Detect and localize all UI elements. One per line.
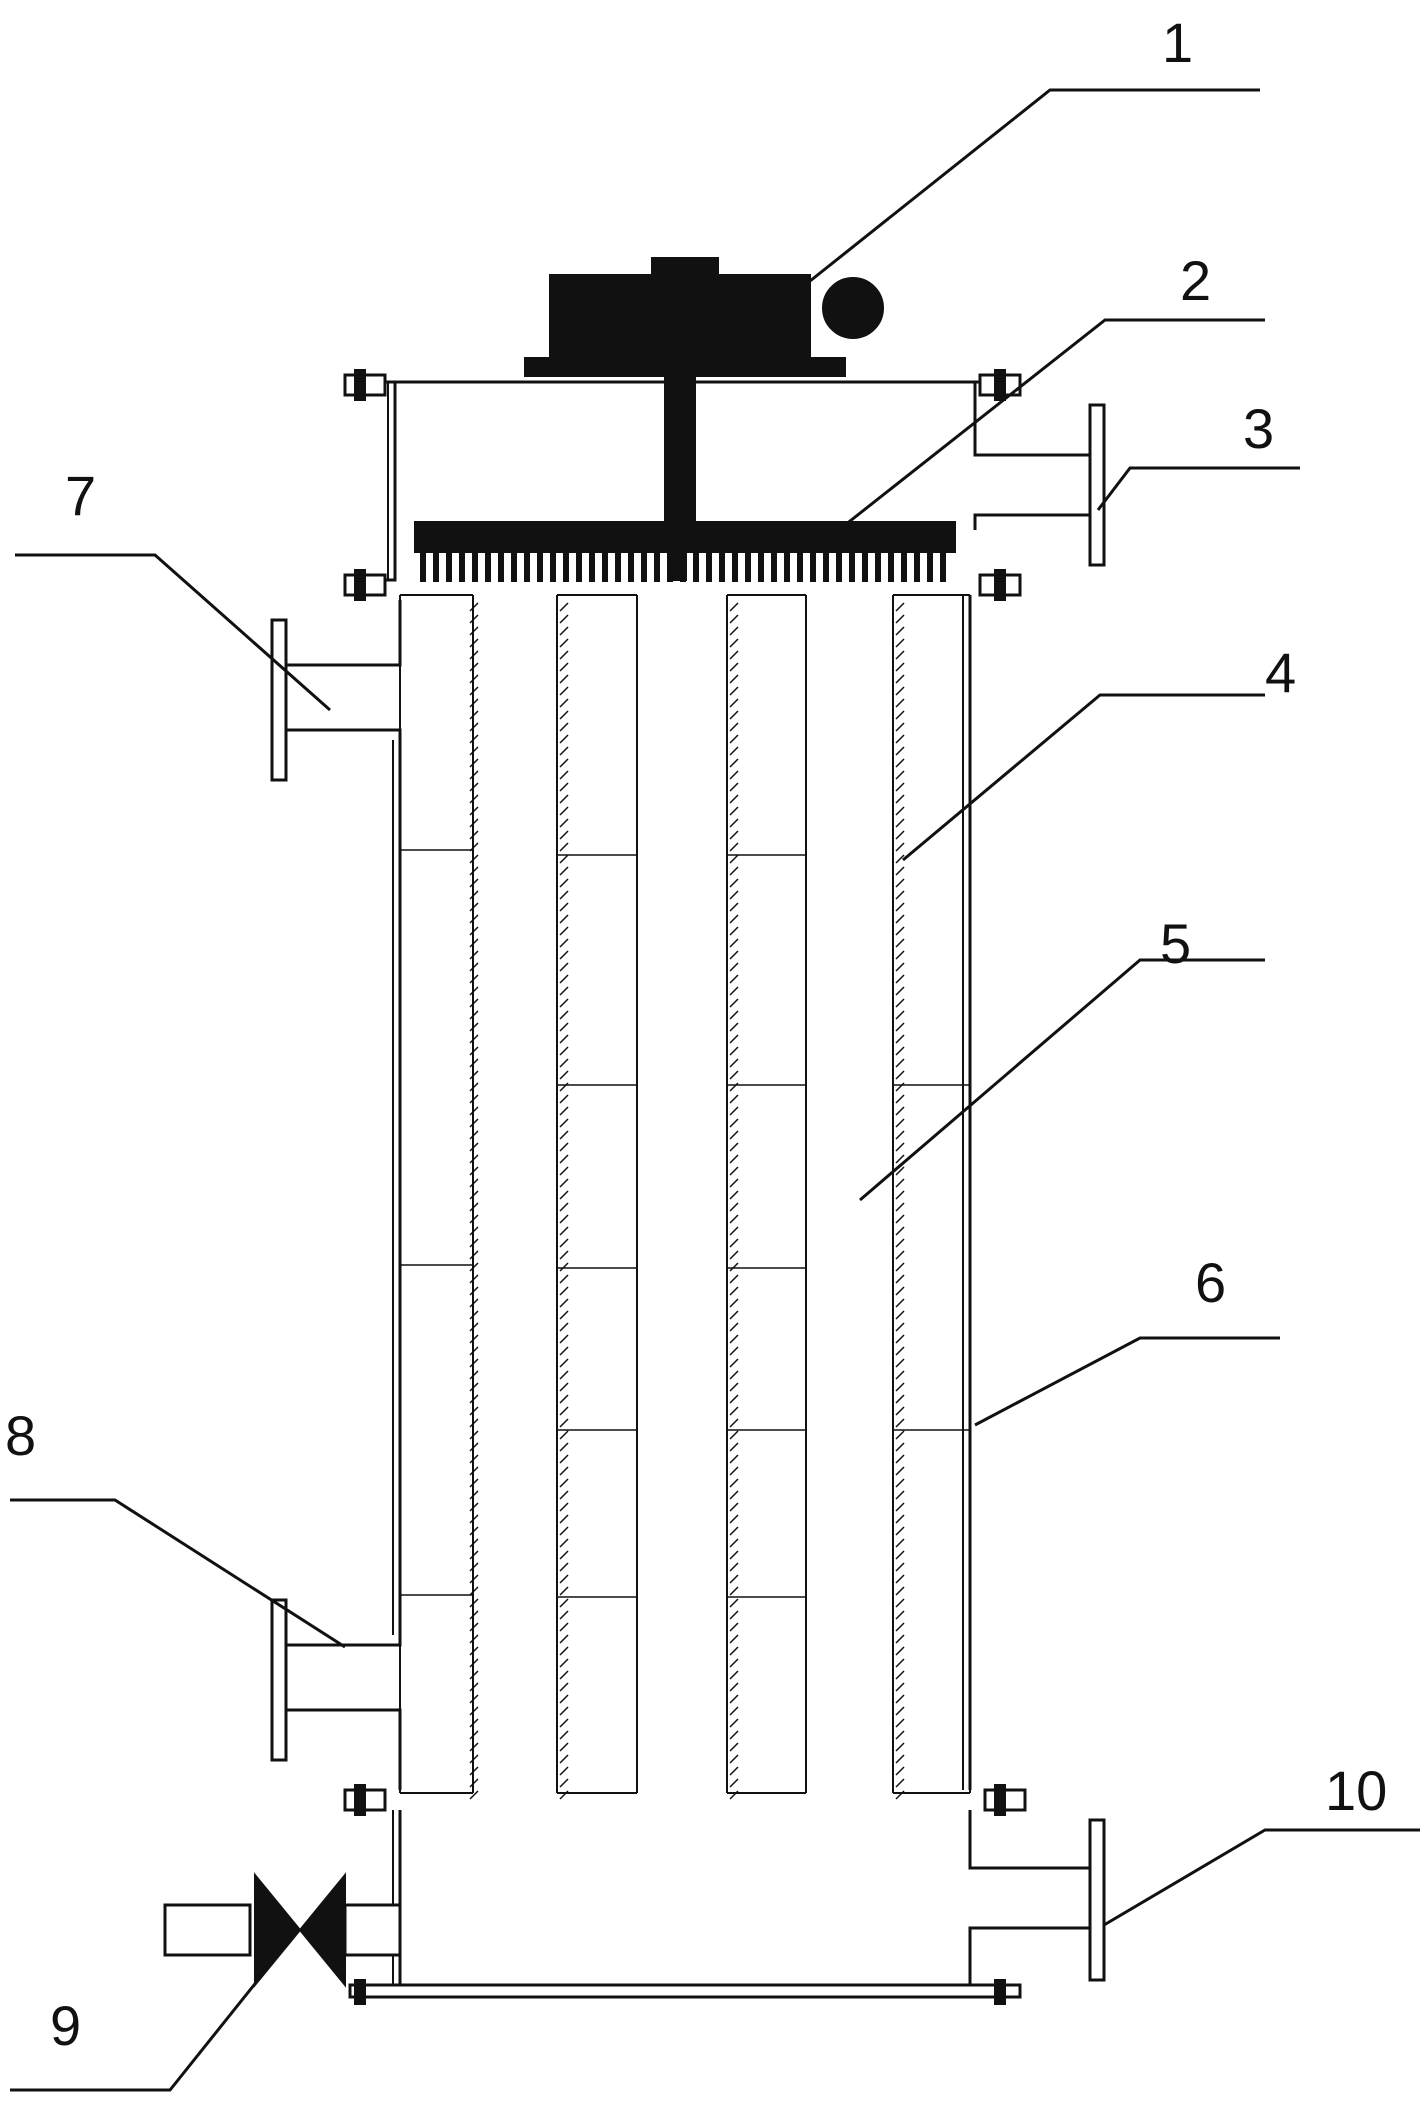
motor	[524, 257, 884, 377]
label-8: 8	[5, 1404, 36, 1467]
main-body	[343, 595, 1027, 1816]
part-labels: 1 2 3 4 5 6 7 8 9 10	[5, 11, 1387, 2057]
inlet-nozzle-upper-left	[270, 600, 402, 782]
outlet-nozzle-lower-left	[270, 1598, 402, 1762]
agitator-shaft	[664, 374, 696, 526]
membrane-tubes	[399, 594, 971, 1800]
membrane-tube-3	[726, 594, 807, 1800]
membrane-tube-1	[399, 594, 479, 1800]
label-6: 6	[1195, 1251, 1226, 1314]
bottom-head	[348, 1810, 1022, 2005]
label-10: 10	[1325, 1759, 1387, 1822]
outlet-nozzle-lower-right	[968, 1818, 1106, 1982]
label-2: 2	[1180, 249, 1211, 312]
brush-bristles	[420, 552, 946, 582]
label-7: 7	[65, 464, 96, 527]
label-1: 1	[1162, 11, 1193, 74]
label-3: 3	[1243, 397, 1274, 460]
label-4: 4	[1265, 641, 1296, 704]
outlet-nozzle-upper-right	[973, 403, 1106, 567]
membrane-tube-2	[556, 594, 638, 1800]
label-9: 9	[50, 1994, 81, 2057]
leader-lines	[10, 88, 1420, 2092]
brush-plate	[414, 521, 956, 581]
membrane-tube-4	[892, 594, 971, 1800]
drain-valve	[163, 1872, 402, 1988]
label-5: 5	[1160, 912, 1191, 975]
